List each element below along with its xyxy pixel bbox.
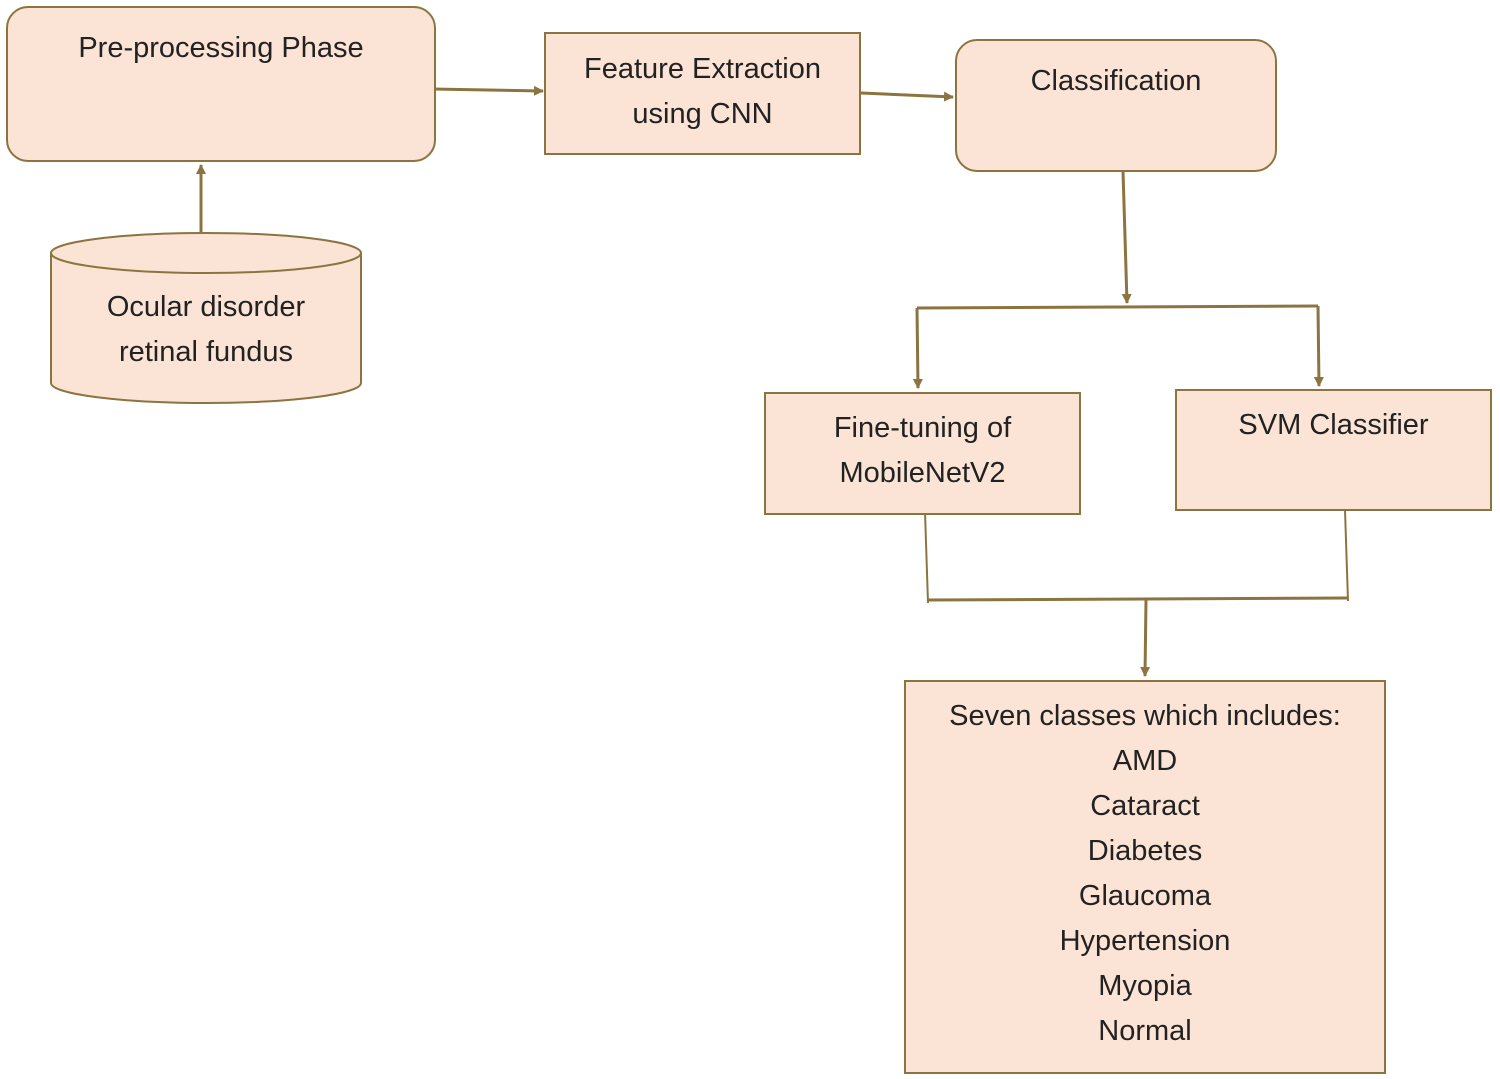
class-item: Hypertension xyxy=(1059,925,1231,957)
arrow-split-to-finetuning xyxy=(912,307,923,389)
merge-right-stem xyxy=(1344,509,1349,602)
dataset-cylinder xyxy=(50,232,362,404)
class-item: Myopia xyxy=(1098,970,1192,1002)
class-item: Glaucoma xyxy=(1078,880,1212,912)
arrow-classification-down xyxy=(1121,170,1132,304)
finetuning-label-line1: Fine-tuning of xyxy=(833,412,1012,444)
classes-heading: Seven classes which includes: xyxy=(949,700,1341,732)
preprocessing-label: Pre-processing Phase xyxy=(78,32,364,64)
arrow-feature-to-classification xyxy=(860,91,954,102)
finetuning-node: Fine-tuning of MobileNetV2 xyxy=(764,392,1081,515)
class-item: Normal xyxy=(1098,1015,1192,1047)
feature-extraction-label-line1: Feature Extraction xyxy=(584,53,821,85)
class-item: AMD xyxy=(1112,745,1178,777)
arrow-merge-to-classes xyxy=(1140,599,1151,677)
dataset-label-line1: Ocular disorder xyxy=(106,291,306,323)
dataset-label-line2: retinal fundus xyxy=(118,336,294,368)
preprocessing-node: Pre-processing Phase xyxy=(6,6,436,162)
arrow-split-to-svm xyxy=(1313,305,1324,387)
merge-bar xyxy=(926,596,1349,602)
classes-node: Seven classes which includes: AMD Catara… xyxy=(904,680,1386,1074)
finetuning-label-line2: MobileNetV2 xyxy=(839,457,1006,489)
svm-node: SVM Classifier xyxy=(1175,389,1492,511)
dataset-node: Ocular disorder retinal fundus xyxy=(51,285,361,375)
svm-label: SVM Classifier xyxy=(1238,409,1429,441)
feature-extraction-label-line2: using CNN xyxy=(632,98,773,130)
feature-extraction-node: Feature Extraction using CNN xyxy=(544,32,861,155)
class-item: Diabetes xyxy=(1087,835,1203,867)
split-bar xyxy=(916,304,1319,310)
classification-label: Classification xyxy=(1030,65,1202,97)
arrow-preprocessing-to-feature xyxy=(431,85,544,96)
classification-node: Classification xyxy=(955,39,1277,172)
merge-left-stem xyxy=(924,511,929,604)
class-item: Cataract xyxy=(1090,790,1200,822)
